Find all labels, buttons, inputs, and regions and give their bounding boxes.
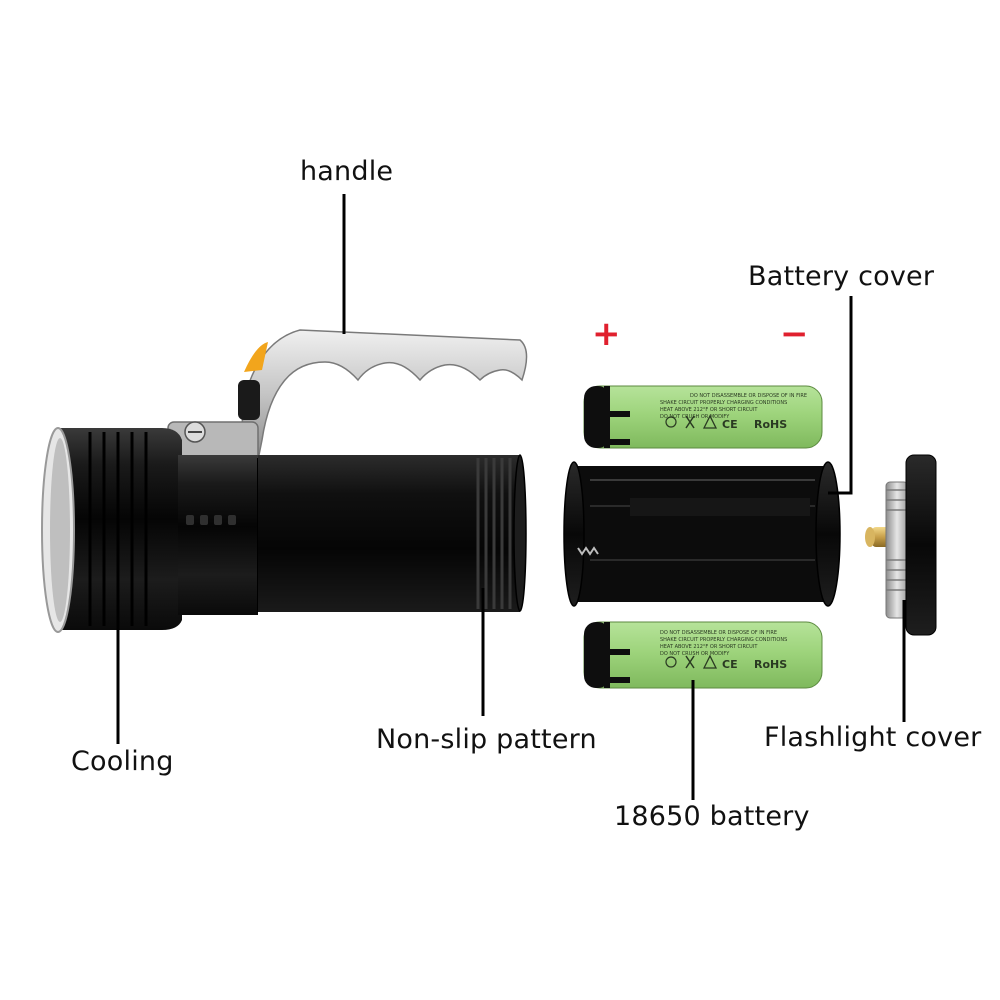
label-cooling: Cooling [71, 746, 174, 777]
battery-top-print-4: DO NOT CRUSH OR MODIFY [660, 414, 730, 420]
battery-bottom-print-4: DO NOT CRUSH OR MODIFY [660, 651, 730, 657]
battery-bottom: DO NOT DISASSEMBLE OR DISPOSE OF IN FIRE… [583, 621, 823, 689]
battery-top-print-2: SHAKE CIRCUIT PROPERLY CHARGING CONDITIO… [660, 400, 787, 406]
label-flashlight-cover: Flashlight cover [764, 722, 982, 753]
polarity-plus: + [592, 314, 621, 354]
battery-top-ce: CE [722, 418, 738, 431]
polarity-minus: − [780, 314, 809, 354]
flashlight-cover [865, 454, 937, 636]
battery-carrier [563, 461, 841, 607]
battery-top-print-3: HEAT ABOVE 212°F OR SHORT CIRCUIT [660, 407, 758, 413]
battery-bottom-ce: CE [722, 658, 738, 671]
recycle-icon [665, 416, 677, 428]
bin-icon [685, 415, 695, 429]
battery-bottom-print-2: SHAKE CIRCUIT PROPERLY CHARGING CONDITIO… [660, 637, 787, 643]
bin-icon [685, 655, 695, 669]
battery-top-print-1: DO NOT DISASSEMBLE OR DISPOSE OF IN FIRE [690, 393, 807, 399]
flashlight [41, 329, 528, 633]
battery-bottom-print-1: DO NOT DISASSEMBLE OR DISPOSE OF IN FIRE [660, 630, 777, 636]
leader-lines [116, 194, 906, 800]
label-battery-cover: Battery cover [748, 261, 935, 292]
recycle-icon [665, 656, 677, 668]
warning-icon [702, 414, 718, 429]
battery-bottom-print-3: HEAT ABOVE 212°F OR SHORT CIRCUIT [660, 644, 758, 650]
label-handle: handle [300, 156, 394, 187]
battery-top-rohs: RoHS [754, 418, 787, 431]
warning-icon [702, 654, 718, 669]
label-non-slip-pattern: Non-slip pattern [376, 724, 597, 755]
battery-bottom-rohs: RoHS [754, 658, 787, 671]
battery-top: DO NOT DISASSEMBLE OR DISPOSE OF IN FIRE… [583, 385, 823, 449]
handle-part [237, 329, 528, 461]
label-18650-battery: 18650 battery [614, 801, 810, 832]
